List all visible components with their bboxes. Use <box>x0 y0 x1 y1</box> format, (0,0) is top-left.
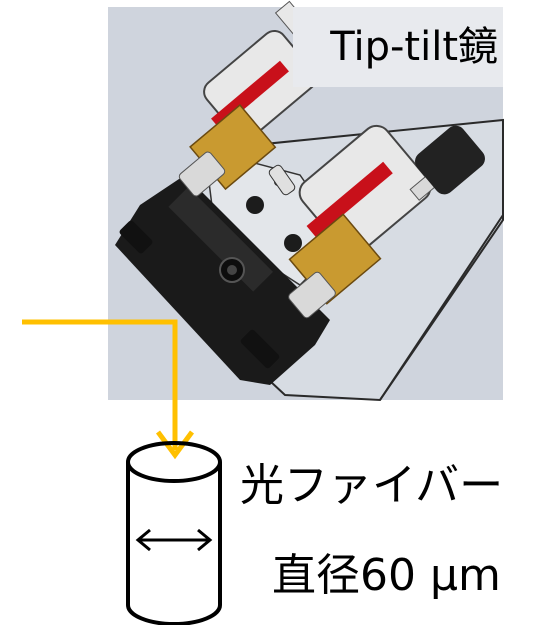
optical-fiber-cylinder <box>126 441 222 625</box>
mirror-label: Tip-tilt鏡 <box>329 24 498 70</box>
plate-screw-1 <box>246 196 264 214</box>
black-clamp-bar <box>115 175 330 385</box>
mirror-label-box <box>293 7 503 87</box>
beam-line <box>22 319 178 450</box>
optical-beam-path <box>22 319 195 460</box>
lower-adjuster <box>288 124 485 319</box>
fiber-label: 光ファイバー <box>240 460 503 511</box>
locking-pin <box>268 164 296 196</box>
plate-edge-line <box>379 214 504 401</box>
diameter-label: 直径60 µm <box>272 550 501 601</box>
fiber-bottom-edge <box>126 604 222 625</box>
double-headed-arrow-icon <box>135 528 213 552</box>
beam-arrowhead-icon <box>155 430 195 460</box>
plate-screw-2 <box>284 234 302 252</box>
